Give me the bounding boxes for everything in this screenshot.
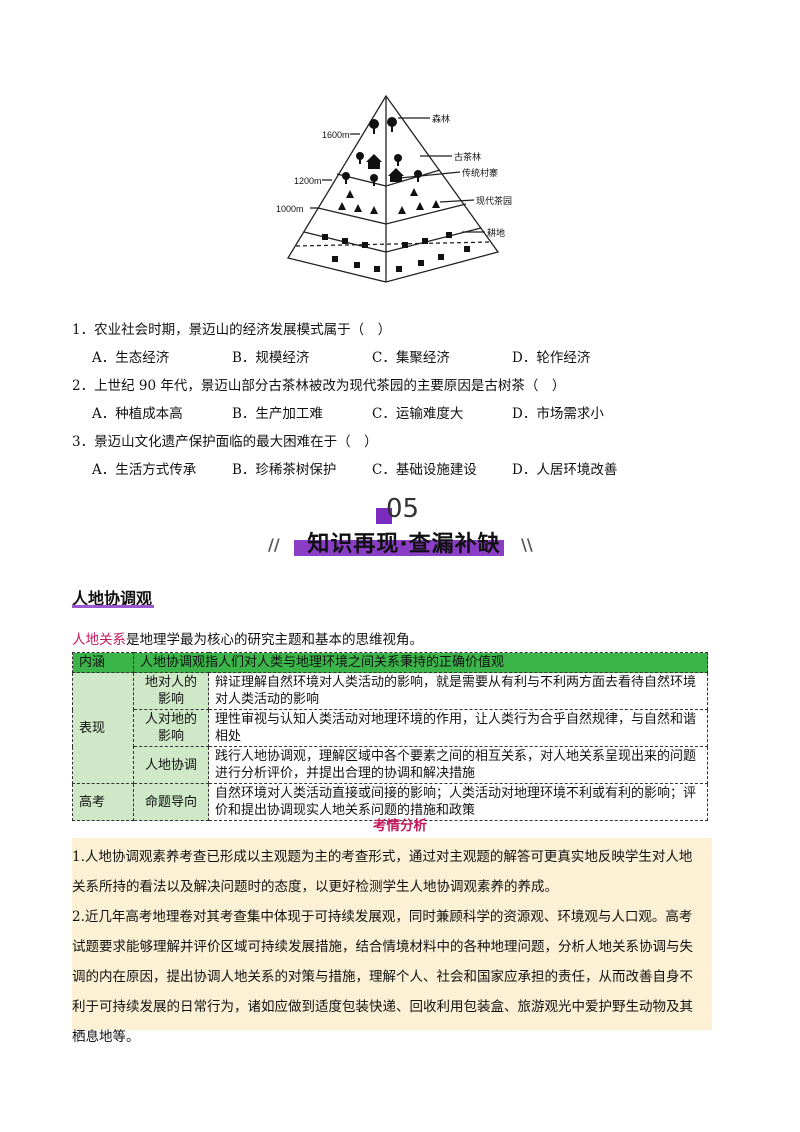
intro-keyword: 人地关系 [72,632,126,648]
table-row-text: 理性审视与认知人类活动对地理环境的作用，让人类行为合乎自然规律，与自然和谐相处 [208,709,708,747]
option-d: D．市场需求小 [512,406,604,422]
analysis-paragraph-1: 1.人地协调观素养考查已形成以主观题为主的考查形式，通过对主观题的解答可更真实地… [72,849,693,895]
zone-label-forest: 森林 [432,113,450,124]
banner-highlight [294,540,504,556]
option-b: B．生产加工难 [232,406,323,422]
table-row: 人对地的影响 理性审视与认知人类活动对地理环境的作用，让人类行为合乎自然规律，与… [73,709,708,747]
intro-text: 是地理学最为核心的研究主题和基本的思维视角。 [126,632,423,648]
section-intro: 人地关系是地理学最为核心的研究主题和基本的思维视角。 [72,628,423,648]
banner-slash-left: // [268,535,280,554]
table-row: 人地协调 践行人地协调观，理解区域中各个要素之间的相互关系，对人地关系呈现出来的… [73,746,708,784]
option-c: C．运输难度大 [372,406,464,422]
table-row: 表现 地对人的影响 辩证理解自然环境对人类活动的影响，就是需要从有利与不利两方面… [72,672,708,784]
table-row-text: 践行人地协调观，理解区域中各个要素之间的相互关系，对人地关系呈现出来的问题进行分… [208,746,708,784]
analysis-title: 考情分析 [373,818,427,834]
option-c: C．基础设施建设 [372,462,477,478]
banner-square [376,508,392,524]
table-row-text: 辩证理解自然环境对人类活动的影响，就是需要从有利与不利两方面去看待自然环境对人类… [208,672,708,710]
table-row-label: 人地协调 [133,746,209,784]
option-a: A．生活方式传承 [92,462,197,478]
analysis-paragraph-2: 2.近几年高考地理卷对其考查集中体现于可持续发展观，同时兼顾科学的资源观、环境观… [72,909,693,1045]
zone-label-farmland: 耕地 [487,227,505,238]
elev-label-1000: 1000m [276,204,304,214]
question-3: 3．景迈山文化遗产保护面临的最大困难在于（ ） [72,434,378,450]
knowledge-table: 内涵 人地协调观指人们对人类与地理环境之间关系秉持的正确价值观 表现 地对人的影… [72,652,708,821]
analysis-box: 1.人地协调观素养考查已形成以主观题为主的考查形式，通过对主观题的解答可更真实地… [72,838,712,1045]
table-row: 高考 命题导向 自然环境对人类活动直接或间接的影响；人类活动对地理环境不利或有利… [72,783,708,821]
table-row: 内涵 人地协调观指人们对人类与地理环境之间关系秉持的正确价值观 [72,652,708,673]
table-group-label: 表现 [72,672,134,784]
table-row-label: 人对地的影响 [133,709,209,747]
question-2-options: A．种植成本高 B．生产加工难 C．运输难度大 D．市场需求小 [92,402,652,422]
option-d: D．人居环境改善 [512,462,618,478]
elev-label-1600: 1600m [322,130,350,140]
option-c: C．集聚经济 [372,350,450,366]
table-head-text: 人地协调观指人们对人类与地理环境之间关系秉持的正确价值观 [133,652,708,673]
banner-title: 知识再现·查漏补缺 [307,532,501,557]
table-row-label: 地对人的影响 [133,672,209,710]
pyramid-diagram: 1600m 1200m 1000m 森林 古茶林 传统村寨 现代茶园 耕地 [276,94,512,283]
option-b: B．珍稀茶树保护 [232,462,337,478]
zone-label-modern-tea: 现代茶园 [476,195,512,206]
question-1: 1．农业社会时期，景迈山的经济发展模式属于（ ） [72,322,392,338]
banner-number: 05 [386,494,420,524]
zone-label-village: 传统村寨 [462,167,498,178]
option-b: B．规模经济 [232,350,310,366]
elev-label-1200: 1200m [294,176,322,186]
question-3-options: A．生活方式传承 B．珍稀茶树保护 C．基础设施建设 D．人居环境改善 [92,458,652,478]
section-title: 人地协调观 [72,589,153,608]
option-a: A．种植成本高 [92,406,183,422]
table-head-label: 内涵 [72,652,134,673]
question-1-options: A．生态经济 B．规模经济 C．集聚经济 D．轮作经济 [92,346,652,366]
question-2: 2．上世纪 90 年代，景迈山部分古茶林被改为现代茶园的主要原因是古树茶（ ） [72,378,566,394]
table-row-text: 自然环境对人类活动直接或间接的影响；人类活动对地理环境不利或有利的影响；评价和提… [208,783,708,821]
table-row-label: 命题导向 [133,783,209,821]
section-underline [72,605,154,608]
zone-label-tea-forest: 古茶林 [454,151,481,162]
option-a: A．生态经济 [92,350,170,366]
option-d: D．轮作经济 [512,350,591,366]
banner-slash-right: \\ [521,535,533,554]
